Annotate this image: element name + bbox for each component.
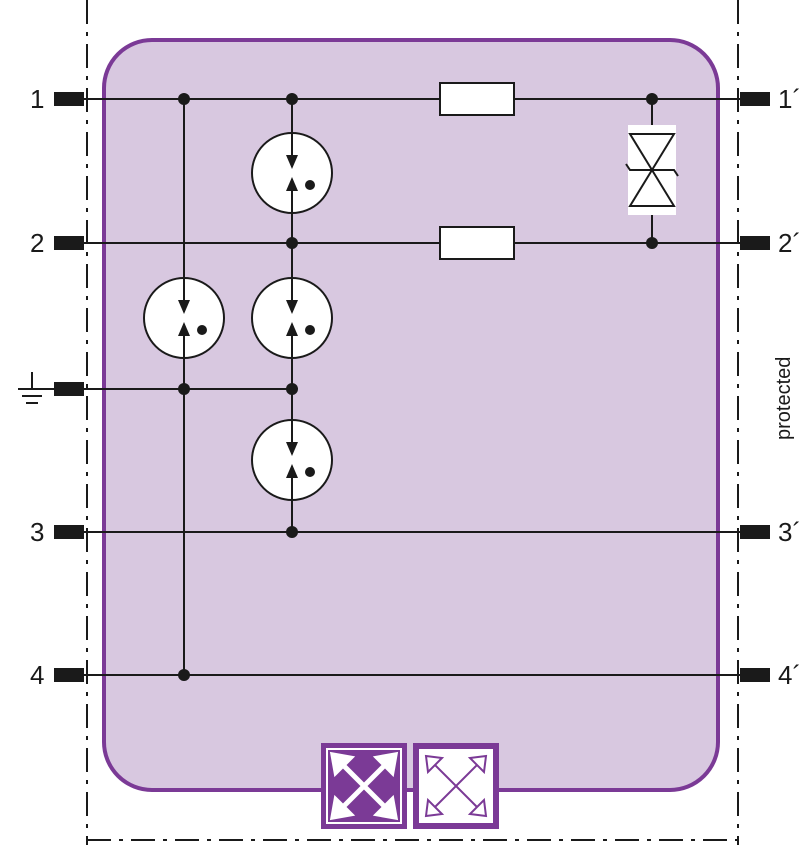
bidirectional-tvs-diode-icon <box>625 125 679 215</box>
terminal-label-1-prime: 1´ <box>778 84 800 114</box>
terminal-block <box>54 668 84 682</box>
resistor-icon <box>439 82 515 116</box>
junction-dot <box>178 93 190 105</box>
junction-dot <box>646 237 658 249</box>
status-indicator-ok <box>413 743 499 829</box>
junction-dot <box>178 669 190 681</box>
input-terminals <box>54 92 84 682</box>
terminal-label-3-prime: 3´ <box>778 517 800 547</box>
gas-discharge-tube-icon <box>251 419 333 501</box>
enclosure-outline <box>86 0 739 845</box>
gas-discharge-tube-icon <box>251 132 333 214</box>
terminal-label-4: 4 <box>30 660 44 690</box>
gas-discharge-tube-icon <box>251 277 333 359</box>
terminal-block <box>54 525 84 539</box>
status-indicator-tripped <box>321 743 407 829</box>
cross-arrows-icon <box>424 754 488 818</box>
junction-dot <box>646 93 658 105</box>
terminal-block <box>54 92 84 106</box>
gas-discharge-tube-icon <box>143 277 225 359</box>
terminal-label-2: 2 <box>30 228 44 258</box>
terminal-label-3: 3 <box>30 517 44 547</box>
junction-dot <box>286 237 298 249</box>
protected-side-label: protected <box>773 357 795 440</box>
terminal-block <box>740 525 770 539</box>
terminal-label-4-prime: 4´ <box>778 660 800 690</box>
junction-dot <box>286 526 298 538</box>
terminal-label-1: 1 <box>30 84 44 114</box>
protection-module-body <box>102 38 720 792</box>
terminal-block <box>740 236 770 250</box>
resistors <box>439 82 515 260</box>
junction-dot <box>286 93 298 105</box>
terminal-block <box>54 382 84 396</box>
junction-dot <box>286 383 298 395</box>
output-terminals <box>740 92 770 682</box>
terminal-block <box>740 668 770 682</box>
terminal-label-2-prime: 2´ <box>778 228 800 258</box>
cross-arrows-icon <box>329 751 399 821</box>
junction-dots <box>178 93 658 681</box>
gas-discharge-tubes <box>143 132 333 501</box>
terminal-block <box>54 236 84 250</box>
terminal-block <box>740 92 770 106</box>
junction-dot <box>178 383 190 395</box>
resistor-icon <box>439 226 515 260</box>
ground-icon <box>18 372 54 404</box>
